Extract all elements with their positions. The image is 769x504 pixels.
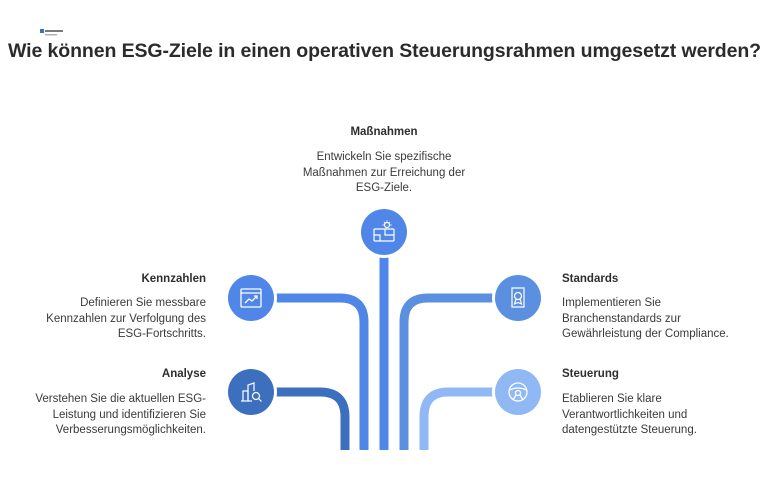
- plan-lightbulb-icon: [373, 220, 395, 242]
- node-steuerung: [495, 369, 541, 415]
- label-analyse: Analyse: [161, 368, 206, 380]
- desc-kennzahlen: Definieren Sie messbare Kennzahlen zur V…: [46, 297, 206, 340]
- label-massnahmen: Maßnahmen: [350, 126, 418, 138]
- label-standards: Standards: [562, 273, 619, 285]
- trend-chart-icon: [240, 288, 262, 308]
- desc-steuerung: Etablieren Sie klare Verantwortlichkeite…: [562, 393, 697, 436]
- desc-analyse: Verstehen Sie die aktuellen ESG- Leistun…: [35, 393, 206, 436]
- node-massnahmen: [361, 209, 407, 255]
- certificate-icon: [511, 287, 525, 308]
- label-kennzahlen: Kennzahlen: [141, 273, 206, 285]
- node-standards: [495, 275, 541, 321]
- page-title: Wie können ESG-Ziele in einen operativen…: [8, 40, 761, 62]
- brand-logo-icon: [40, 29, 63, 36]
- desc-standards: Implementieren Sie Branchenstandards zur…: [562, 297, 729, 340]
- label-steuerung: Steuerung: [562, 368, 619, 380]
- connector-analyse: [252, 387, 350, 450]
- node-kennzahlen: [228, 275, 274, 321]
- building-magnifier-icon: [241, 382, 262, 402]
- connector-standards: [399, 293, 517, 450]
- steering-wheel-icon: [508, 382, 528, 402]
- connector-steuerung: [419, 387, 517, 450]
- node-analyse: [228, 369, 274, 415]
- connector-kennzahlen: [252, 293, 369, 450]
- desc-massnahmen: Entwickeln Sie spezifische Maßnahmen zur…: [302, 151, 466, 194]
